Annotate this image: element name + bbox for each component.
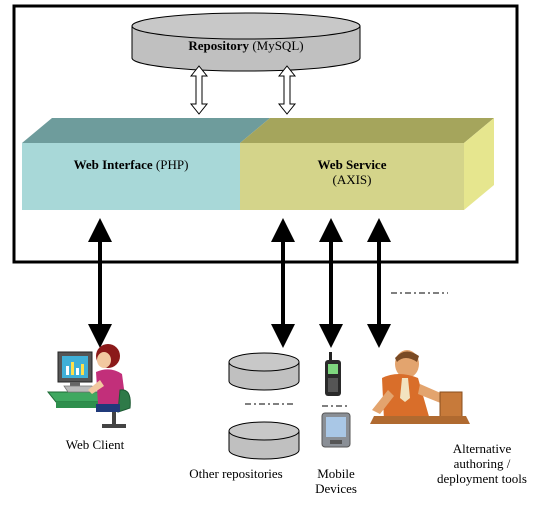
web-interface-block [22, 118, 270, 210]
alternative-tools-line2: authoring / [453, 456, 511, 471]
mobile-phone-icon [325, 352, 341, 396]
mobile-devices-line1: Mobile [317, 466, 355, 481]
alternative-tools-label: Alternative authoring / deployment tools [420, 441, 544, 486]
repository-cylinder [131, 12, 361, 72]
other-repository-cylinder-1 [228, 352, 300, 391]
web-interface-tech: (PHP) [155, 157, 189, 172]
repo-service-hollow-arrow [277, 65, 297, 115]
repository-label: Repository (MySQL) [132, 38, 360, 53]
mobile-devices-line2: Devices [315, 481, 357, 496]
businessman-icon [370, 350, 470, 424]
web-service-name: Web Service [317, 157, 387, 172]
repository-name: Repository [188, 38, 250, 53]
web-client-label: Web Client [65, 437, 125, 452]
mobile-devices-label: Mobile Devices [306, 466, 366, 496]
other-repository-cylinder-2 [228, 421, 300, 460]
repo-interface-hollow-arrow [189, 65, 209, 115]
web-client-person-icon [46, 344, 131, 428]
repository-tech: (MySQL) [252, 38, 304, 53]
alternative-tools-line1: Alternative [452, 441, 512, 456]
pda-icon [321, 412, 351, 448]
web-service-label: Web Service (AXIS) [240, 157, 464, 187]
web-interface-name: Web Interface [73, 157, 153, 172]
server-frame [12, 4, 519, 264]
alternative-tools-line3: deployment tools [437, 471, 527, 486]
web-service-tech: (AXIS) [332, 172, 372, 187]
web-service-block [240, 118, 494, 210]
other-repositories-label: Other repositories [189, 466, 283, 481]
web-interface-label: Web Interface (PHP) [22, 157, 240, 172]
